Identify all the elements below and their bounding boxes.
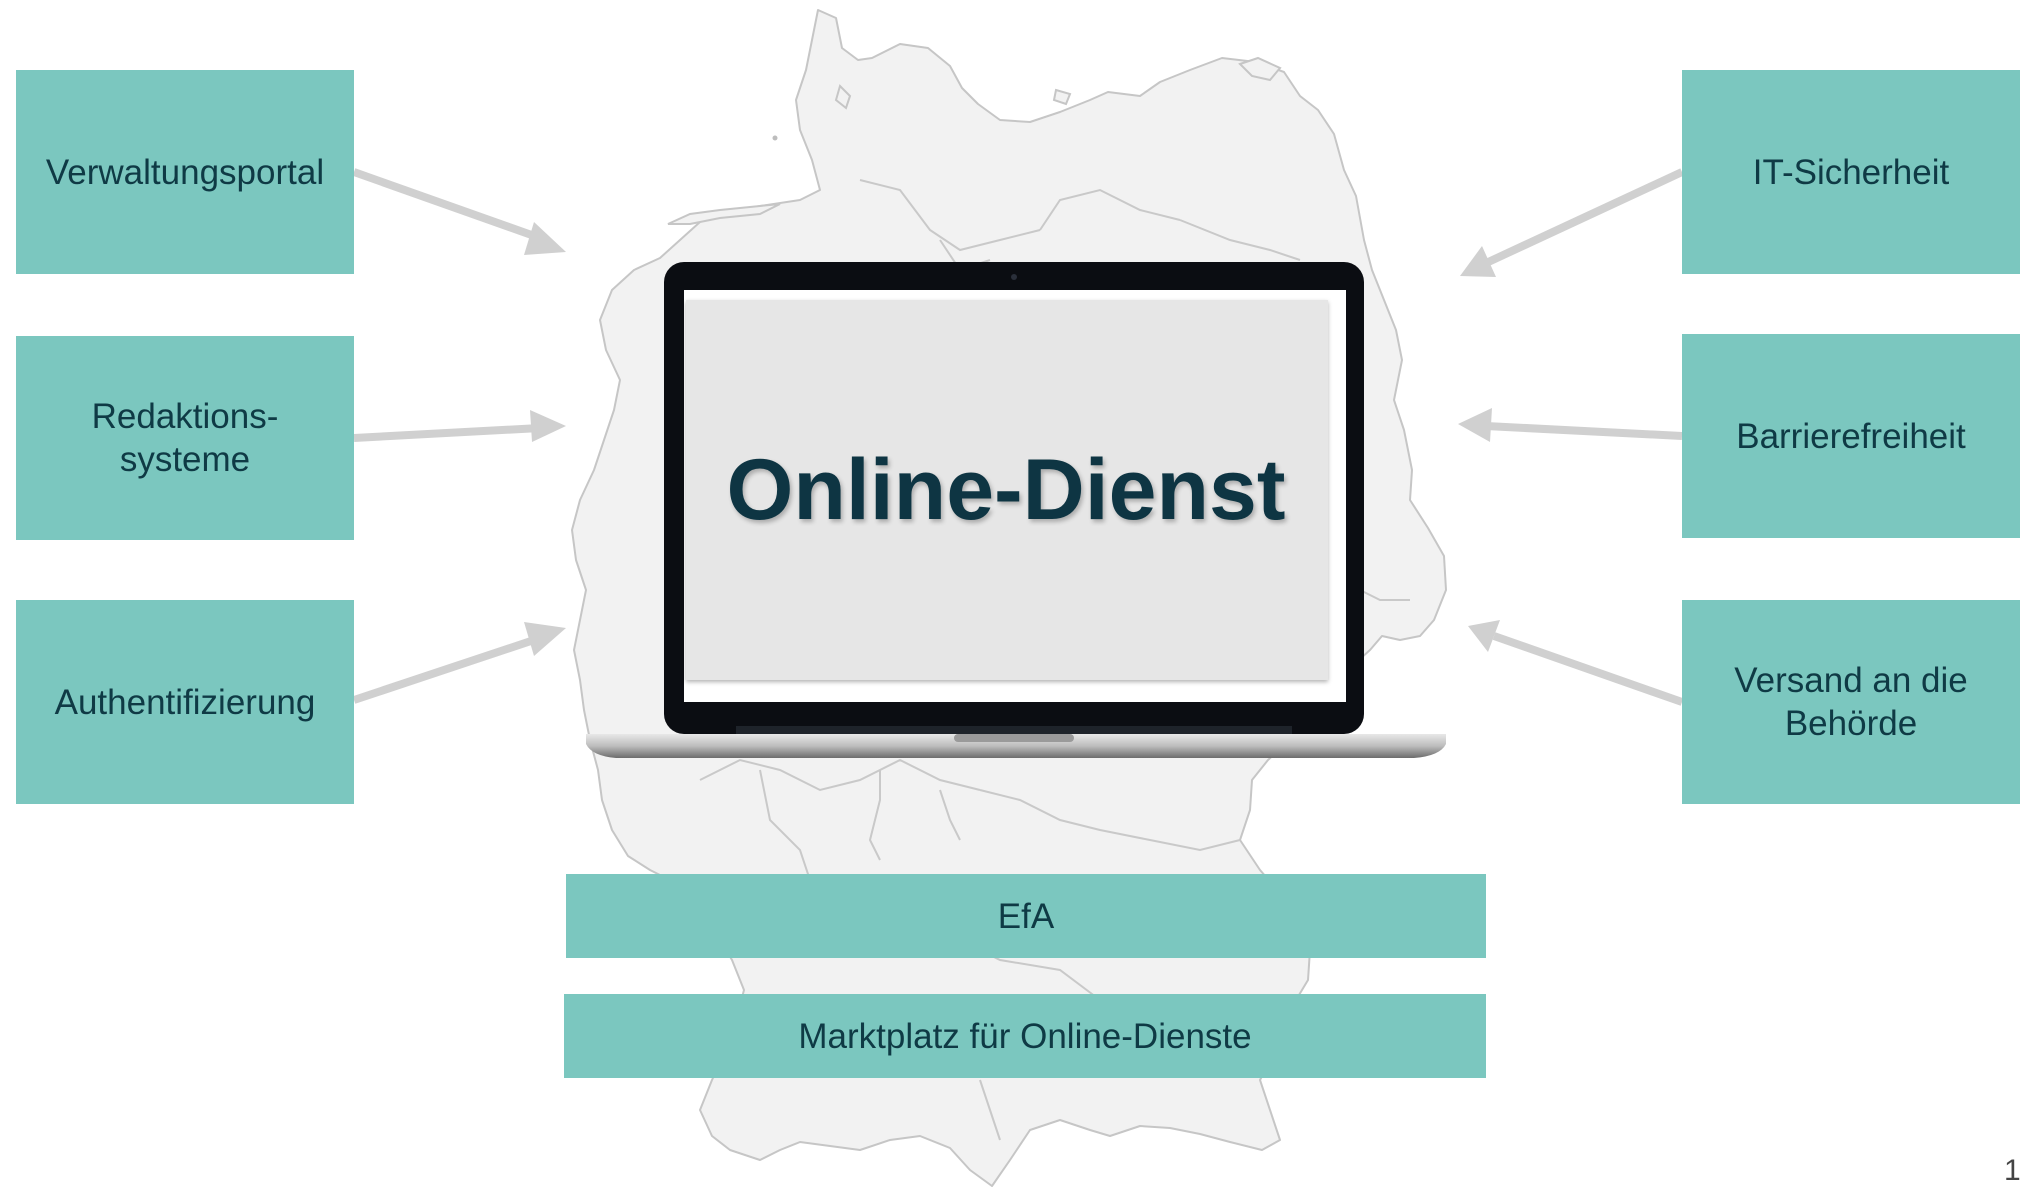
box-barrierefreiheit: Barrierefreiheit <box>1682 334 2020 538</box>
arrow-redaktionssysteme <box>353 424 541 442</box>
box-label: Authentifizierung <box>54 682 316 722</box>
bar-label: Marktplatz für Online-Dienste <box>798 1016 1252 1056</box>
arrow-authentifizierung <box>352 634 542 704</box>
arrow-barrierefreiheit <box>1485 422 1683 440</box>
box-label: IT-Sicherheit <box>1752 152 1950 192</box>
arrow-versand <box>1492 632 1684 706</box>
box-label: Redaktions- systeme <box>91 397 279 479</box>
box-label: Barrierefreiheit <box>1736 416 1966 456</box>
box-verwaltungsportal: Verwaltungsportal <box>16 70 354 274</box>
box-label: Verwaltungsportal <box>45 152 325 192</box>
arrow-verwaltungsportal <box>352 168 542 242</box>
page-number: 1 <box>2004 1154 2020 1187</box>
box-redaktionssysteme: Redaktions- systeme <box>16 336 354 540</box>
bar-marktplatz: Marktplatz für Online-Dienste <box>564 994 1486 1078</box>
arrow-it-sicherheit <box>1482 168 1684 268</box>
box-it-sicherheit: IT-Sicherheit <box>1682 70 2020 274</box>
box-versand-an-die-behoerde: Versand an die Behörde <box>1682 600 2020 804</box>
online-dienst-title: Online-Dienst <box>726 441 1286 538</box>
box-label: Versand an die Behörde <box>1734 661 1968 743</box>
bar-label: EfA <box>997 896 1055 936</box>
box-authentifizierung: Authentifizierung <box>16 600 354 804</box>
bar-efa: EfA <box>566 874 1486 958</box>
